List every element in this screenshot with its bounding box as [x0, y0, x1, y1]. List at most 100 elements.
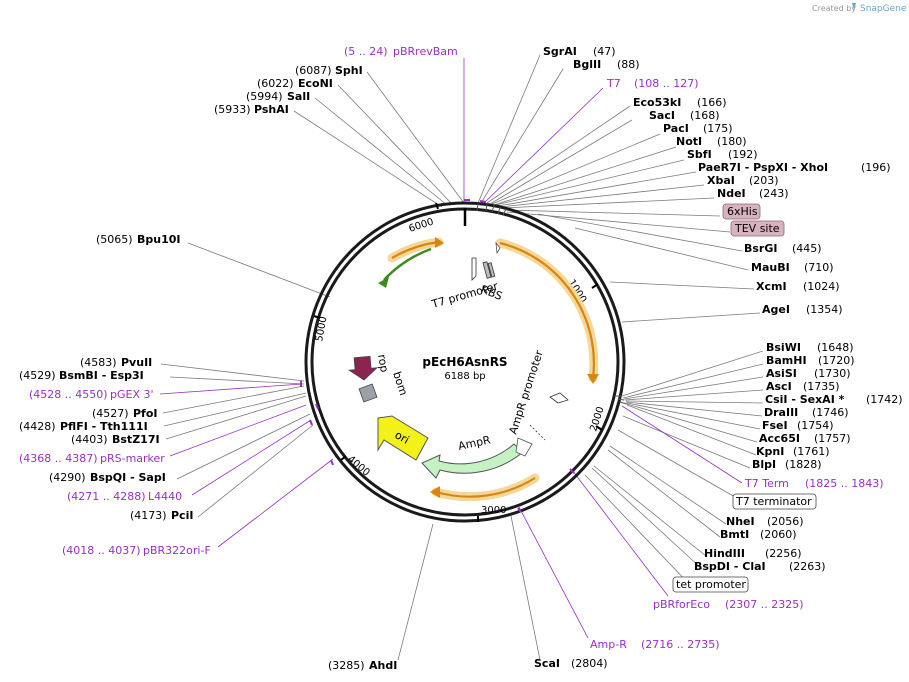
svg-text:(4528 .. 4550): (4528 .. 4550) — [29, 388, 108, 401]
his-tag-label: 6xHis — [727, 205, 758, 218]
svg-text:(4271 .. 4288): (4271 .. 4288) — [67, 490, 146, 503]
site-label-pvuii: (4583) PvuII — [80, 356, 152, 369]
svg-text:BspQI - SapI: BspQI - SapI — [90, 471, 166, 484]
primer-label-t7: T7 (108 .. 127) — [606, 77, 699, 90]
svg-text:SalI: SalI — [287, 90, 310, 103]
site-label-saci: SacI (168) — [649, 109, 720, 122]
site-label-pcii: (4173) PciI — [130, 509, 193, 522]
site-label-bmti: BmtI (2060) — [720, 528, 797, 541]
svg-text:(203): (203) — [749, 174, 779, 187]
svg-text:(1825 .. 1843): (1825 .. 1843) — [805, 477, 884, 490]
site-label-xbai: XbaI (203) — [707, 174, 779, 187]
site-label-sgrai: SgrAI (47) — [543, 45, 616, 58]
svg-text:(168): (168) — [690, 109, 720, 122]
backbone-outer-ring — [304, 201, 626, 523]
svg-text:(1024): (1024) — [803, 280, 840, 293]
site-label-xcmi: XcmI (1024) — [756, 280, 840, 293]
primer-label-pbrrevbam: (5 .. 24) pBRrevBam — [344, 45, 458, 58]
site-label-csii-sexai: CsiI - SexAI * (1742) — [765, 393, 903, 406]
svg-text:BsrGI: BsrGI — [744, 242, 777, 255]
svg-text:(1754): (1754) — [797, 419, 834, 432]
svg-text:AscI: AscI — [766, 380, 792, 393]
site-label-pshai: (5933) PshAI — [214, 103, 289, 116]
primer-leaders — [159, 58, 743, 639]
site-label-sphi: (6087) SphI — [295, 64, 363, 77]
svg-text:NdeI: NdeI — [717, 187, 746, 200]
ampr-feature — [421, 443, 524, 479]
ampr-promoter-shape — [549, 392, 569, 404]
primer-label-amp-r: Amp-R (2716 .. 2735) — [590, 638, 720, 651]
ampr-label: AmpR — [457, 433, 492, 453]
svg-text:AsiSI: AsiSI — [766, 367, 797, 380]
site-label-blpi: BlpI (1828) — [752, 458, 822, 471]
plasmid-size: 6188 bp — [444, 371, 485, 382]
plasmid-name: pEcH6AsnRS — [422, 355, 507, 369]
svg-text:(108 .. 127): (108 .. 127) — [634, 77, 699, 90]
svg-text:(5065): (5065) — [96, 233, 133, 246]
svg-text:KpnI: KpnI — [756, 445, 784, 458]
site-label-maubi: MauBI (710) — [751, 261, 834, 274]
site-label-ndei: NdeI (243) — [717, 187, 789, 200]
svg-text:(4173): (4173) — [130, 509, 167, 522]
orange-arrowheads — [430, 237, 599, 498]
site-label-bglii: BglII (88) — [573, 58, 640, 71]
site-label-paci: PacI (175) — [663, 122, 733, 135]
svg-text:pBRrevBam: pBRrevBam — [393, 45, 458, 58]
primer-label-prs-marker: (4368 .. 4387) pRS-marker — [19, 452, 165, 465]
svg-text:SacI: SacI — [649, 109, 675, 122]
rbs-feature — [482, 261, 496, 279]
svg-text:PaeR7I - PspXI - XhoI: PaeR7I - PspXI - XhoI — [698, 161, 828, 174]
ampr-promoter-label: AmpR promoter — [506, 348, 546, 436]
svg-text:(175): (175) — [703, 122, 733, 135]
t7-promoter-shape — [471, 257, 477, 281]
svg-text:(2716 .. 2735): (2716 .. 2735) — [641, 638, 720, 651]
svg-text:pBR322ori-F: pBR322ori-F — [143, 544, 211, 557]
svg-text:(2307 .. 2325): (2307 .. 2325) — [725, 598, 804, 611]
svg-text:AhdI: AhdI — [369, 659, 397, 672]
svg-text:PvuII: PvuII — [121, 356, 152, 369]
svg-text:(1757): (1757) — [814, 432, 851, 445]
site-label-bspdi-clai: BspDI - ClaI (2263) — [694, 560, 826, 573]
credit-prefix: Created by — [812, 4, 856, 13]
svg-text:PacI: PacI — [663, 122, 689, 135]
primer-label-pbr322ori-f: (4018 .. 4037) pBR322ori-F — [62, 544, 211, 557]
svg-text:(4583): (4583) — [80, 356, 117, 369]
site-label-draiii: DraIII (1746) — [764, 406, 849, 419]
svg-text:(243): (243) — [759, 187, 789, 200]
tev-site-label: TEV site — [734, 222, 780, 235]
t7-terminator-label: T7 terminator — [735, 495, 812, 508]
svg-text:FseI: FseI — [762, 419, 788, 432]
svg-text:(4529): (4529) — [19, 369, 56, 382]
svg-text:(4527): (4527) — [92, 407, 129, 420]
svg-text:BlpI: BlpI — [752, 458, 776, 471]
svg-text:(192): (192) — [728, 148, 758, 161]
svg-text:ScaI: ScaI — [534, 657, 560, 670]
site-label-bsrgi: BsrGI (445) — [744, 242, 822, 255]
svg-text:HindIII: HindIII — [704, 547, 745, 560]
svg-text:(1761): (1761) — [793, 445, 830, 458]
tick-label-3000: 3000 — [481, 505, 506, 516]
svg-text:Amp-R: Amp-R — [590, 638, 627, 651]
svg-text:Eco53kI: Eco53kI — [633, 96, 681, 109]
svg-text:DraIII: DraIII — [764, 406, 798, 419]
site-label-nhei: NheI (2056) — [726, 515, 804, 528]
svg-text:(4368 .. 4387): (4368 .. 4387) — [19, 452, 98, 465]
green-feature-arc — [383, 247, 432, 281]
primer-marks — [300, 199, 575, 513]
svg-text:BstZ17I: BstZ17I — [112, 433, 160, 446]
svg-text:(4018 .. 4037): (4018 .. 4037) — [62, 544, 141, 557]
svg-text:L4440: L4440 — [148, 490, 182, 503]
primer-label-pgex3: (4528 .. 4550) pGEX 3' — [29, 388, 154, 401]
svg-text:(4428): (4428) — [19, 420, 56, 433]
ori-feature — [377, 415, 429, 461]
site-label-sali: (5994) SalI — [246, 90, 310, 103]
rop-feature — [347, 355, 379, 381]
scale-ticks — [313, 202, 603, 522]
primer-label-l4440: (4271 .. 4288) L4440 — [67, 490, 182, 503]
snapgene-logo-icon — [852, 3, 856, 10]
svg-text:(47): (47) — [593, 45, 616, 58]
svg-text:BmtI: BmtI — [720, 528, 749, 541]
svg-text:(5 .. 24): (5 .. 24) — [344, 45, 388, 58]
